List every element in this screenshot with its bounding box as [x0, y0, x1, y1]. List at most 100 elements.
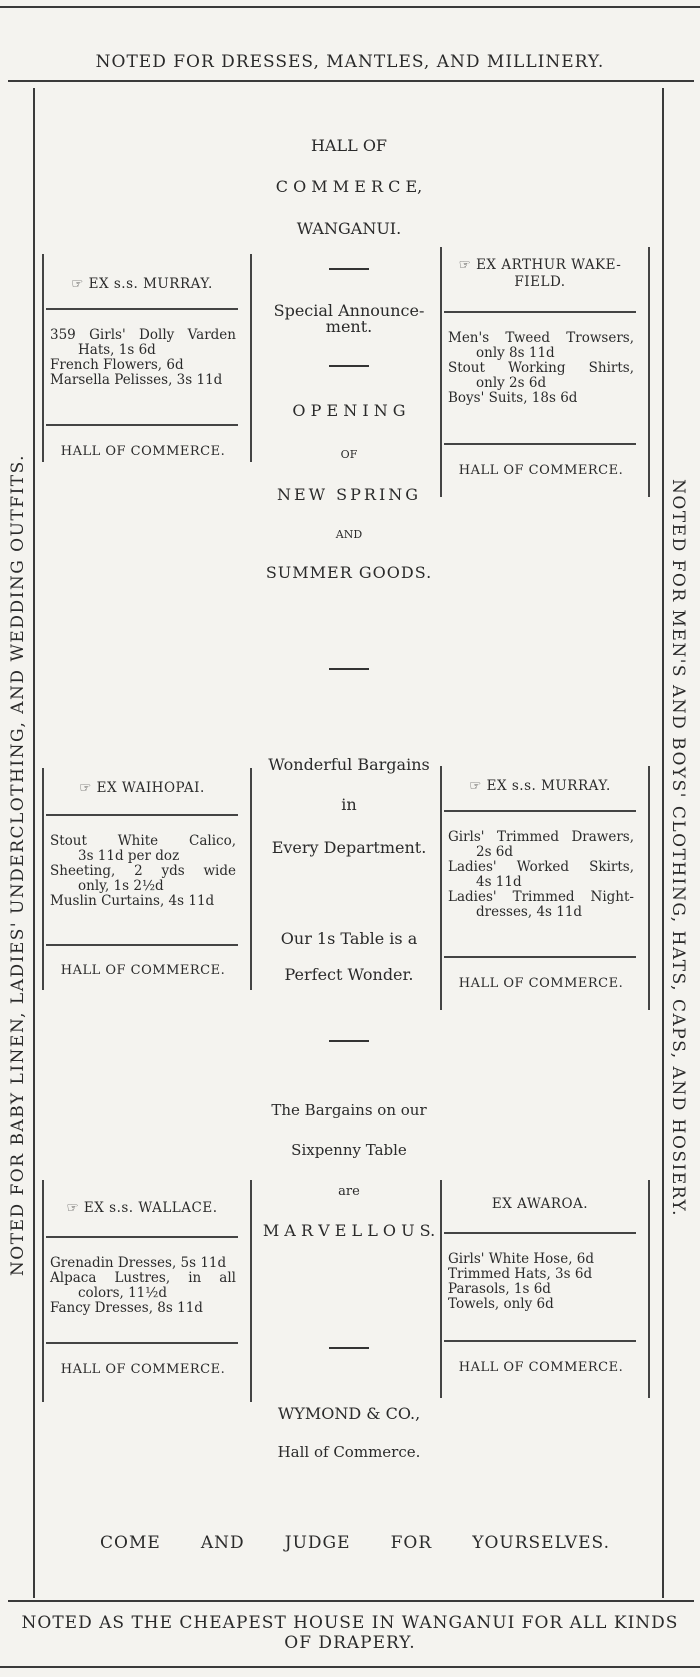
dash-4 — [329, 1040, 369, 1042]
box-rule — [444, 311, 636, 313]
box-awaroa: EX AWAROA. Girls' White Hose, 6d Trimmed… — [440, 1180, 650, 1398]
dash-5 — [329, 1347, 369, 1349]
bargains-line-1: The Bargains on our — [271, 1101, 427, 1119]
box-header: ☞ EX WAIHOPAI. — [79, 780, 205, 796]
opening: O P E N I N G — [292, 401, 406, 420]
box-footer: HALL OF COMMERCE. — [60, 444, 226, 459]
table-line-2: Perfect Wonder. — [284, 965, 414, 984]
list-item: Fancy Dresses, 8s 11d — [50, 1300, 203, 1316]
box-wallace: ☞ EX s.s. WALLACE. Grenadin Dresses, 5s … — [42, 1180, 252, 1402]
list-item: Stout White Calico, — [50, 833, 236, 849]
list-item: Girls' White Hose, 6d — [448, 1251, 595, 1267]
list-item: Parasols, 1s 6d — [448, 1281, 551, 1297]
box-rule — [46, 814, 238, 816]
box-border-left — [440, 766, 442, 1010]
list-item: Stout Working Shirts, — [448, 360, 634, 376]
bottom-border — [0, 1666, 700, 1668]
frame-bottom — [8, 1600, 694, 1602]
top-banner: NOTED FOR DRESSES, MANTLES, AND MILLINER… — [95, 52, 605, 72]
top-border — [0, 6, 700, 8]
dash-3 — [329, 668, 369, 670]
box-footer: HALL OF COMMERCE. — [458, 976, 624, 991]
special-announcement-2: ment. — [325, 317, 373, 336]
list-item: Boys' Suits, 18s 6d — [448, 390, 578, 406]
box-wakefield: ☞ EX ARTHUR WAKE- FIELD. Men's Tweed Tro… — [440, 247, 650, 497]
box-footer: HALL OF COMMERCE. — [60, 963, 226, 978]
list-item: 359 Girls' Dolly Varden — [50, 327, 236, 343]
box-header: ☞ EX s.s. MURRAY. — [469, 778, 611, 794]
box-rule — [46, 1342, 238, 1344]
word: JUDGE — [284, 1533, 351, 1553]
center-column: HALL OF C O M M E R C E, WANGANUI. Speci… — [254, 0, 444, 1677]
summer-goods: SUMMER GOODS. — [265, 563, 433, 582]
list-item: Girls' Trimmed Drawers, — [448, 829, 634, 845]
box-border-right — [250, 768, 252, 990]
box-waihopai: ☞ EX WAIHOPAI. Stout White Calico, 3s 11… — [42, 768, 252, 990]
list-item: Ladies' Trimmed Night- — [448, 889, 634, 905]
box-border-left — [440, 1180, 442, 1398]
list-item: 2s 6d — [476, 844, 514, 860]
word: COME — [100, 1533, 161, 1553]
of: OF — [340, 448, 358, 461]
list-item: colors, 11½d — [78, 1285, 168, 1301]
box-items: Men's Tweed Trowsers, only 8s 11d Stout … — [448, 331, 634, 406]
box-items: Girls' Trimmed Drawers, 2s 6d Ladies' Wo… — [448, 830, 634, 920]
in: in — [341, 795, 357, 814]
frame-right — [662, 88, 664, 1598]
and: AND — [335, 528, 363, 541]
every-department: Every Department. — [271, 838, 427, 857]
list-item: Alpaca Lustres, in all — [50, 1270, 236, 1286]
box-rule — [46, 1236, 238, 1238]
come-and-judge: COME AND JUDGE FOR YOURSELVES. — [100, 1533, 610, 1553]
box-header-2: FIELD. — [514, 274, 566, 290]
list-item: only 8s 11d — [476, 345, 555, 361]
list-item: Muslin Curtains, 4s 11d — [50, 893, 215, 909]
table-line-1: Our 1s Table is a — [280, 929, 418, 948]
wanganui: WANGANUI. — [296, 219, 402, 238]
box-border-right — [250, 254, 252, 462]
box-border-right — [648, 766, 650, 1010]
right-side-text: NOTED FOR MEN'S AND BOYS' CLOTHING, HATS… — [668, 479, 688, 1217]
list-item: Marsella Pelisses, 3s 11d — [50, 372, 223, 388]
box-murray-right: ☞ EX s.s. MURRAY. Girls' Trimmed Drawers… — [440, 766, 650, 1010]
list-item: Men's Tweed Trowsers, — [448, 330, 634, 346]
new-spring: NEW SPRING — [276, 485, 422, 504]
dash-2 — [329, 365, 369, 367]
list-item: Towels, only 6d — [448, 1296, 554, 1312]
left-side-text: NOTED FOR BABY LINEN, LADIES' UNDERCLOTH… — [8, 453, 28, 1277]
box-rule — [444, 956, 636, 958]
box-items: Grenadin Dresses, 5s 11d Alpaca Lustres,… — [50, 1256, 236, 1316]
marvellous: M A R V E L L O U S. — [262, 1221, 436, 1240]
box-border-left — [42, 768, 44, 990]
hall-of: HALL OF — [310, 136, 388, 155]
box-items: Girls' White Hose, 6d Trimmed Hats, 3s 6… — [448, 1252, 634, 1312]
list-item: French Flowers, 6d — [50, 357, 184, 373]
box-murray-left: ☞ EX s.s. MURRAY. 359 Girls' Dolly Varde… — [42, 254, 252, 462]
box-rule — [46, 424, 238, 426]
special-announcement: Special Announce- — [273, 301, 425, 320]
banner-rule — [8, 80, 694, 82]
list-item: dresses, 4s 11d — [476, 904, 583, 920]
list-item: Grenadin Dresses, 5s 11d — [50, 1255, 227, 1271]
box-border-left — [440, 247, 442, 497]
box-footer: HALL OF COMMERCE. — [458, 1360, 624, 1375]
box-border-left — [42, 1180, 44, 1402]
box-rule — [46, 308, 238, 310]
bargains-line-2: Sixpenny Table — [291, 1141, 407, 1159]
dash-1 — [329, 268, 369, 270]
box-footer: HALL OF COMMERCE. — [60, 1362, 226, 1377]
are: are — [338, 1184, 360, 1199]
frame-left — [33, 88, 35, 1598]
box-header: EX AWAROA. — [491, 1196, 589, 1212]
word: YOURSELVES. — [472, 1533, 610, 1553]
footer-banner: NOTED AS THE CHEAPEST HOUSE IN WANGANUI … — [21, 1613, 679, 1633]
list-item: only, 1s 2½d — [78, 878, 164, 894]
list-item: 3s 11d per doz — [78, 848, 180, 864]
box-items: 359 Girls' Dolly Varden Hats, 1s 6d Fren… — [50, 328, 236, 388]
box-rule — [444, 1340, 636, 1342]
box-border-right — [648, 1180, 650, 1398]
box-rule — [444, 443, 636, 445]
footer-banner-2: OF DRAPERY. — [284, 1633, 416, 1653]
box-rule — [46, 944, 238, 946]
box-header: ☞ EX s.s. MURRAY. — [71, 276, 213, 292]
